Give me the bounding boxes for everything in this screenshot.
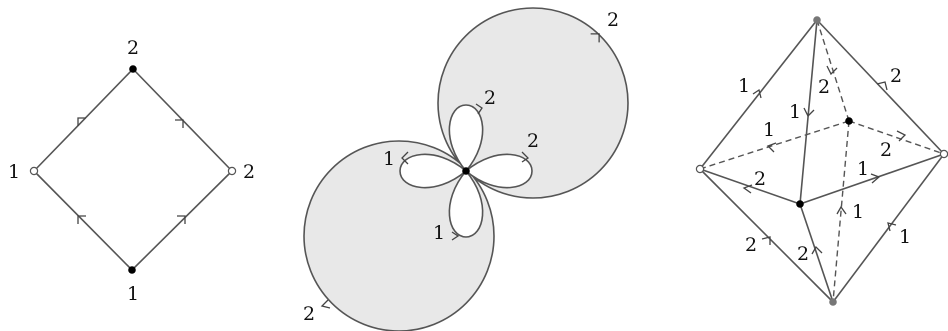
oct-arrow-12 xyxy=(887,222,897,232)
oct-vertex-top xyxy=(813,16,821,24)
oct-edge-top-right xyxy=(816,19,945,155)
disk-lower-label: 2 xyxy=(303,303,315,325)
oct-vertex-left xyxy=(695,164,705,174)
oct-dash-back-right xyxy=(848,120,945,155)
diamond-vertex-bottom xyxy=(128,266,136,274)
oct-edge-front-right xyxy=(799,153,945,205)
disk-upper-label: 2 xyxy=(607,9,619,31)
petal-right xyxy=(464,153,533,189)
oct-arrow-5 xyxy=(766,142,777,153)
diamond-vertex-right xyxy=(227,166,237,176)
diamond-arrow-bottom-right xyxy=(177,215,186,224)
oct-dash-back-bottom xyxy=(832,120,850,303)
oct-arrow-10 xyxy=(811,245,823,255)
diamond-edge-bottom-right xyxy=(131,170,233,271)
diamond-label-left: 1 xyxy=(8,161,20,183)
oct-label-7: 2 xyxy=(754,168,766,190)
oct-dash-top-back xyxy=(816,19,850,122)
oct-edge-left-front xyxy=(699,168,801,205)
oct-label-8: 1 xyxy=(857,158,869,180)
oct-arrow-3 xyxy=(826,65,838,76)
oct-label-5: 1 xyxy=(763,119,775,141)
oct-edge-left-bottom xyxy=(699,168,834,303)
oct-label-3: 2 xyxy=(818,76,830,98)
diamond-arrow-top-left xyxy=(77,117,86,126)
disk-lower-arrow xyxy=(320,299,331,309)
petal-top xyxy=(448,104,484,173)
oct-label-9: 2 xyxy=(745,234,757,256)
diamond-label-bottom: 1 xyxy=(127,283,139,305)
diamond-edge-bottom-left xyxy=(33,170,133,271)
oct-vertex-bottom xyxy=(829,298,837,306)
flower-graph: 2 2 2 2 1 1 xyxy=(303,7,629,331)
oct-label-12: 1 xyxy=(899,226,911,248)
oct-label-6: 2 xyxy=(880,139,892,161)
petal-top-label: 2 xyxy=(484,87,496,109)
oct-edge-top-front xyxy=(799,19,818,205)
oct-arrow-11 xyxy=(836,205,847,215)
petal-right-label: 2 xyxy=(527,130,539,152)
oct-label-10: 2 xyxy=(797,243,809,265)
petal-bottom-label: 1 xyxy=(433,222,445,244)
petal-bottom-arrow xyxy=(451,231,460,241)
oct-edge-right-bottom xyxy=(832,153,945,303)
octahedron-graph: 1 2 2 1 1 2 2 1 2 2 1 1 xyxy=(695,16,948,306)
oct-label-4: 1 xyxy=(789,101,801,123)
petal-top-arrow xyxy=(475,103,483,115)
disk-upper-arrow xyxy=(590,33,600,43)
petal-left xyxy=(399,153,468,189)
disk-lower xyxy=(303,140,495,331)
petal-bottom xyxy=(448,169,484,238)
diamond-label-top: 2 xyxy=(127,37,139,59)
oct-arrow-8 xyxy=(870,173,881,184)
diamond-vertex-top xyxy=(129,65,137,73)
oct-edge-top-left xyxy=(699,19,818,170)
diamond-arrow-top-right xyxy=(175,119,184,128)
oct-vertex-front xyxy=(796,200,804,208)
diamond-edge-top-left xyxy=(33,68,134,172)
oct-arrow-9 xyxy=(761,236,771,245)
petal-left-arrow xyxy=(401,151,409,165)
oct-arrow-2 xyxy=(876,81,888,91)
petal-left-label: 1 xyxy=(383,148,395,170)
diamond-arrow-bottom-left xyxy=(77,215,86,224)
diamond-vertex-left xyxy=(29,166,39,176)
oct-label-2: 2 xyxy=(890,65,902,87)
diamond-graph: 2 1 2 1 xyxy=(8,37,255,305)
diamond-label-right: 2 xyxy=(243,161,255,183)
oct-label-11: 1 xyxy=(852,201,864,223)
oct-dash-left-back xyxy=(699,120,850,170)
oct-arrow-4 xyxy=(803,107,815,118)
oct-arrow-1 xyxy=(752,88,762,99)
oct-vertex-right xyxy=(939,149,948,159)
disk-upper xyxy=(437,7,629,199)
flower-center-vertex xyxy=(462,167,470,175)
oct-edge-front-bottom xyxy=(799,203,834,303)
oct-vertex-back xyxy=(845,117,853,125)
petal-right-arrow xyxy=(521,151,530,163)
oct-label-1: 1 xyxy=(738,75,750,97)
oct-arrow-7 xyxy=(742,184,753,194)
oct-arrow-6 xyxy=(896,130,907,142)
